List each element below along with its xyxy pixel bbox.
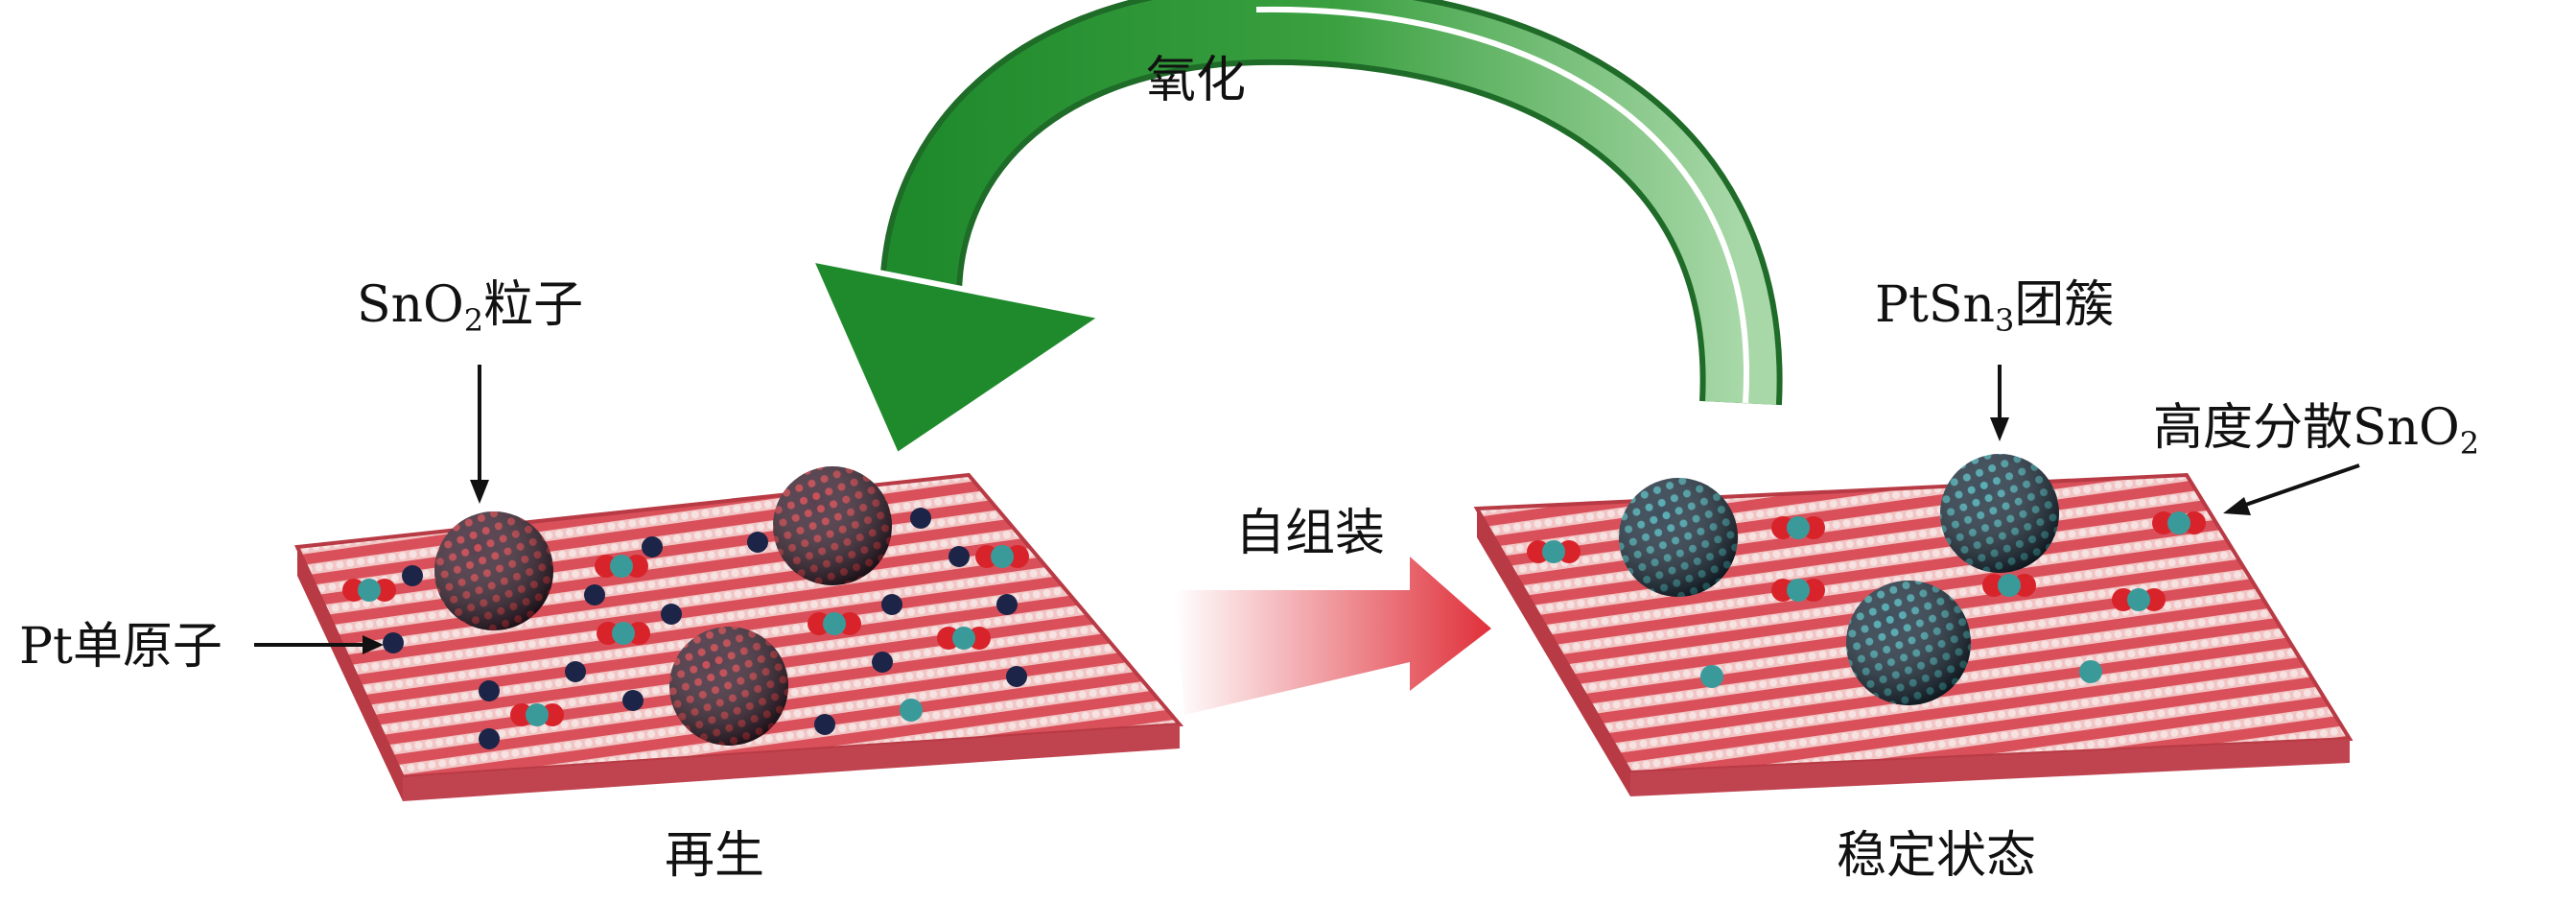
sno2-particle-label: SnO2粒子 — [357, 280, 583, 336]
dispersed-label-sub: 2 — [2459, 425, 2480, 462]
ptsn3-clusters — [1619, 454, 2059, 705]
pointer-arrows — [254, 365, 2360, 654]
oxidation-arrow — [805, 0, 1783, 461]
self-assembly-arrow — [1175, 557, 1491, 715]
dispersed-sno2-units — [342, 511, 2206, 726]
regeneration-label: 再生 — [665, 827, 765, 885]
ptsn3-label-sub: 3 — [1995, 302, 2015, 339]
ptsn3-label-prefix: PtSn — [1875, 276, 1995, 334]
pt-single-atoms — [383, 508, 1027, 749]
dispersed-label-prefix: 高度分散SnO — [2153, 399, 2460, 457]
dispersed-sno2-label: 高度分散SnO2 — [2153, 403, 2479, 459]
pt-single-atom-label: Pt单原子 — [19, 618, 222, 676]
oxidation-label: 氧化 — [1146, 52, 1247, 109]
sno2-particle-label-sub: 2 — [463, 302, 484, 339]
self-assembly-label: 自组装 — [1235, 505, 1386, 562]
stable-state-label: 稳定状态 — [1837, 827, 2037, 885]
ptsn3-label-suffix: 团簇 — [2014, 276, 2115, 334]
sno2-particle-label-prefix: SnO — [357, 276, 464, 334]
sno2-particle-label-suffix: 粒子 — [483, 276, 584, 334]
ptsn3-cluster-label: PtSn3团簇 — [1875, 280, 2114, 336]
sno2-particles — [434, 466, 892, 746]
